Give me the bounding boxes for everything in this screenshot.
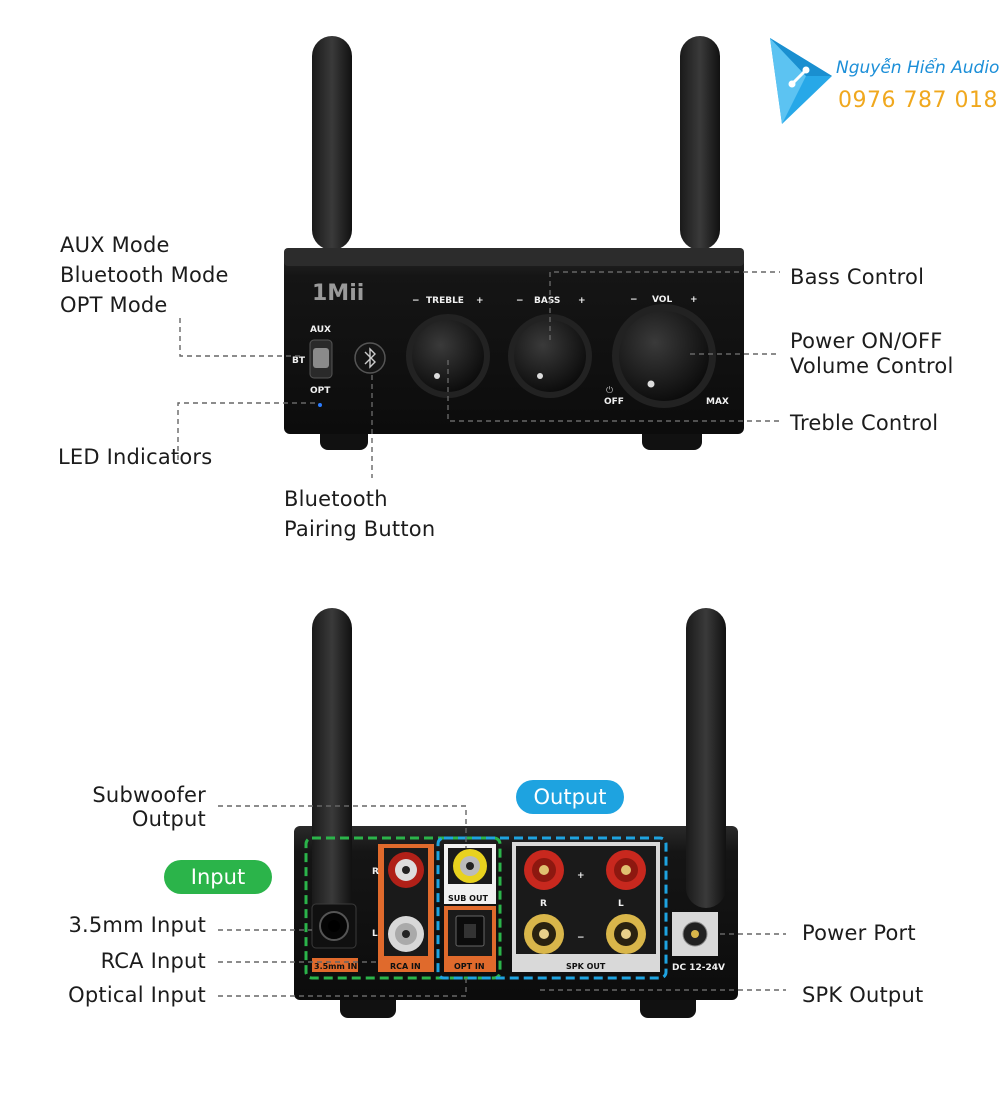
output-group-outline <box>436 836 668 980</box>
svg-text:−: − <box>412 296 420 306</box>
callout-led-indicators: LED Indicators <box>58 445 213 469</box>
callout-3.5mm-input: 3.5mm Input <box>68 913 206 937</box>
rear-antenna-left <box>312 608 352 938</box>
brand-name: Nguyễn Hiển Audio <box>836 58 1000 78</box>
svg-text:+: + <box>476 296 484 306</box>
svg-text:L: L <box>372 929 378 939</box>
callout-subwoofer-2: Output <box>131 807 206 831</box>
volume-knob[interactable] <box>612 304 716 408</box>
speaker-terminal-l-plus <box>606 850 646 890</box>
front-antenna-right <box>680 36 720 250</box>
callout-spk-output: SPK Output <box>802 983 924 1007</box>
svg-text:L: L <box>618 899 624 909</box>
led-indicator <box>318 403 322 407</box>
rca-jack-left <box>388 916 424 952</box>
svg-text:OFF: OFF <box>604 397 624 407</box>
svg-text:OPT IN: OPT IN <box>454 962 485 971</box>
callout-bluetooth-pairing-2: Pairing Button <box>284 517 436 541</box>
input-group-outline <box>304 836 502 980</box>
front-antenna-left <box>312 36 352 250</box>
bass-knob[interactable] <box>508 314 592 398</box>
svg-text:+: + <box>578 296 586 306</box>
svg-text:+: + <box>690 295 698 305</box>
dc-power-port <box>672 912 718 956</box>
svg-text:RCA IN: RCA IN <box>390 962 421 971</box>
rca-jack-right <box>388 852 424 888</box>
svg-text:SUB OUT: SUB OUT <box>448 894 488 903</box>
callout-bass-control: Bass Control <box>790 265 925 289</box>
rear-leader-lines <box>218 805 786 997</box>
output-group-badge: Output <box>516 780 624 814</box>
svg-text:VOL: VOL <box>652 295 672 305</box>
svg-text:BASS: BASS <box>534 296 560 306</box>
treble-knob[interactable] <box>406 314 490 398</box>
svg-text:DC 12-24V: DC 12-24V <box>672 963 725 973</box>
svg-text:MAX: MAX <box>706 397 729 407</box>
rear-antenna-right <box>686 608 726 908</box>
callout-treble-control: Treble Control <box>790 411 939 435</box>
svg-text:AUX: AUX <box>310 325 331 335</box>
svg-text:+: + <box>577 871 585 881</box>
svg-text:−: − <box>630 295 638 305</box>
speaker-terminal-l-minus <box>606 914 646 954</box>
sub-out-jack <box>453 849 487 883</box>
callout-bluetooth-mode: Bluetooth Mode <box>60 263 229 287</box>
callout-subwoofer-1: Subwoofer <box>92 783 206 807</box>
svg-text:−: − <box>577 933 585 943</box>
callout-power-onoff: Power ON/OFF <box>790 329 943 353</box>
svg-text:R: R <box>372 867 379 877</box>
svg-text:SPK OUT: SPK OUT <box>566 962 606 971</box>
front-amplifier-image: 1Mii − TREBLE + − BASS + − VOL + OFF MAX… <box>177 36 780 478</box>
input-group-badge: Input <box>164 860 272 894</box>
brand-phone: 0976 787 018 <box>838 88 998 113</box>
svg-text:TREBLE: TREBLE <box>426 296 464 306</box>
callout-power-port: Power Port <box>802 921 916 945</box>
aux-3.5mm-jack <box>311 903 357 949</box>
svg-text:⏻: ⏻ <box>606 385 613 396</box>
speaker-terminal-r-minus <box>524 914 564 954</box>
svg-text:BT: BT <box>292 356 306 366</box>
speaker-terminal-r-plus <box>524 850 564 890</box>
svg-text:R: R <box>540 899 547 909</box>
front-logo: 1Mii <box>312 281 364 306</box>
rear-amplifier-image: 3.5mm IN RCA IN R L SUB OUT OPT IN <box>218 608 786 1018</box>
callout-optical-input: Optical Input <box>68 983 206 1007</box>
callout-volume-control: Volume Control <box>790 354 954 378</box>
callout-aux-mode: AUX Mode <box>60 233 170 257</box>
mode-switch[interactable] <box>309 339 333 379</box>
callout-bluetooth-pairing-1: Bluetooth <box>284 487 388 511</box>
optical-port <box>455 915 485 947</box>
brand-logo <box>770 38 832 124</box>
callout-opt-mode: OPT Mode <box>60 293 168 317</box>
bluetooth-pairing-button[interactable] <box>354 342 386 374</box>
front-leader-lines <box>177 271 780 478</box>
svg-text:−: − <box>516 296 524 306</box>
callout-rca-input: RCA Input <box>100 949 206 973</box>
svg-text:OPT: OPT <box>310 386 331 396</box>
svg-text:3.5mm IN: 3.5mm IN <box>314 962 357 971</box>
